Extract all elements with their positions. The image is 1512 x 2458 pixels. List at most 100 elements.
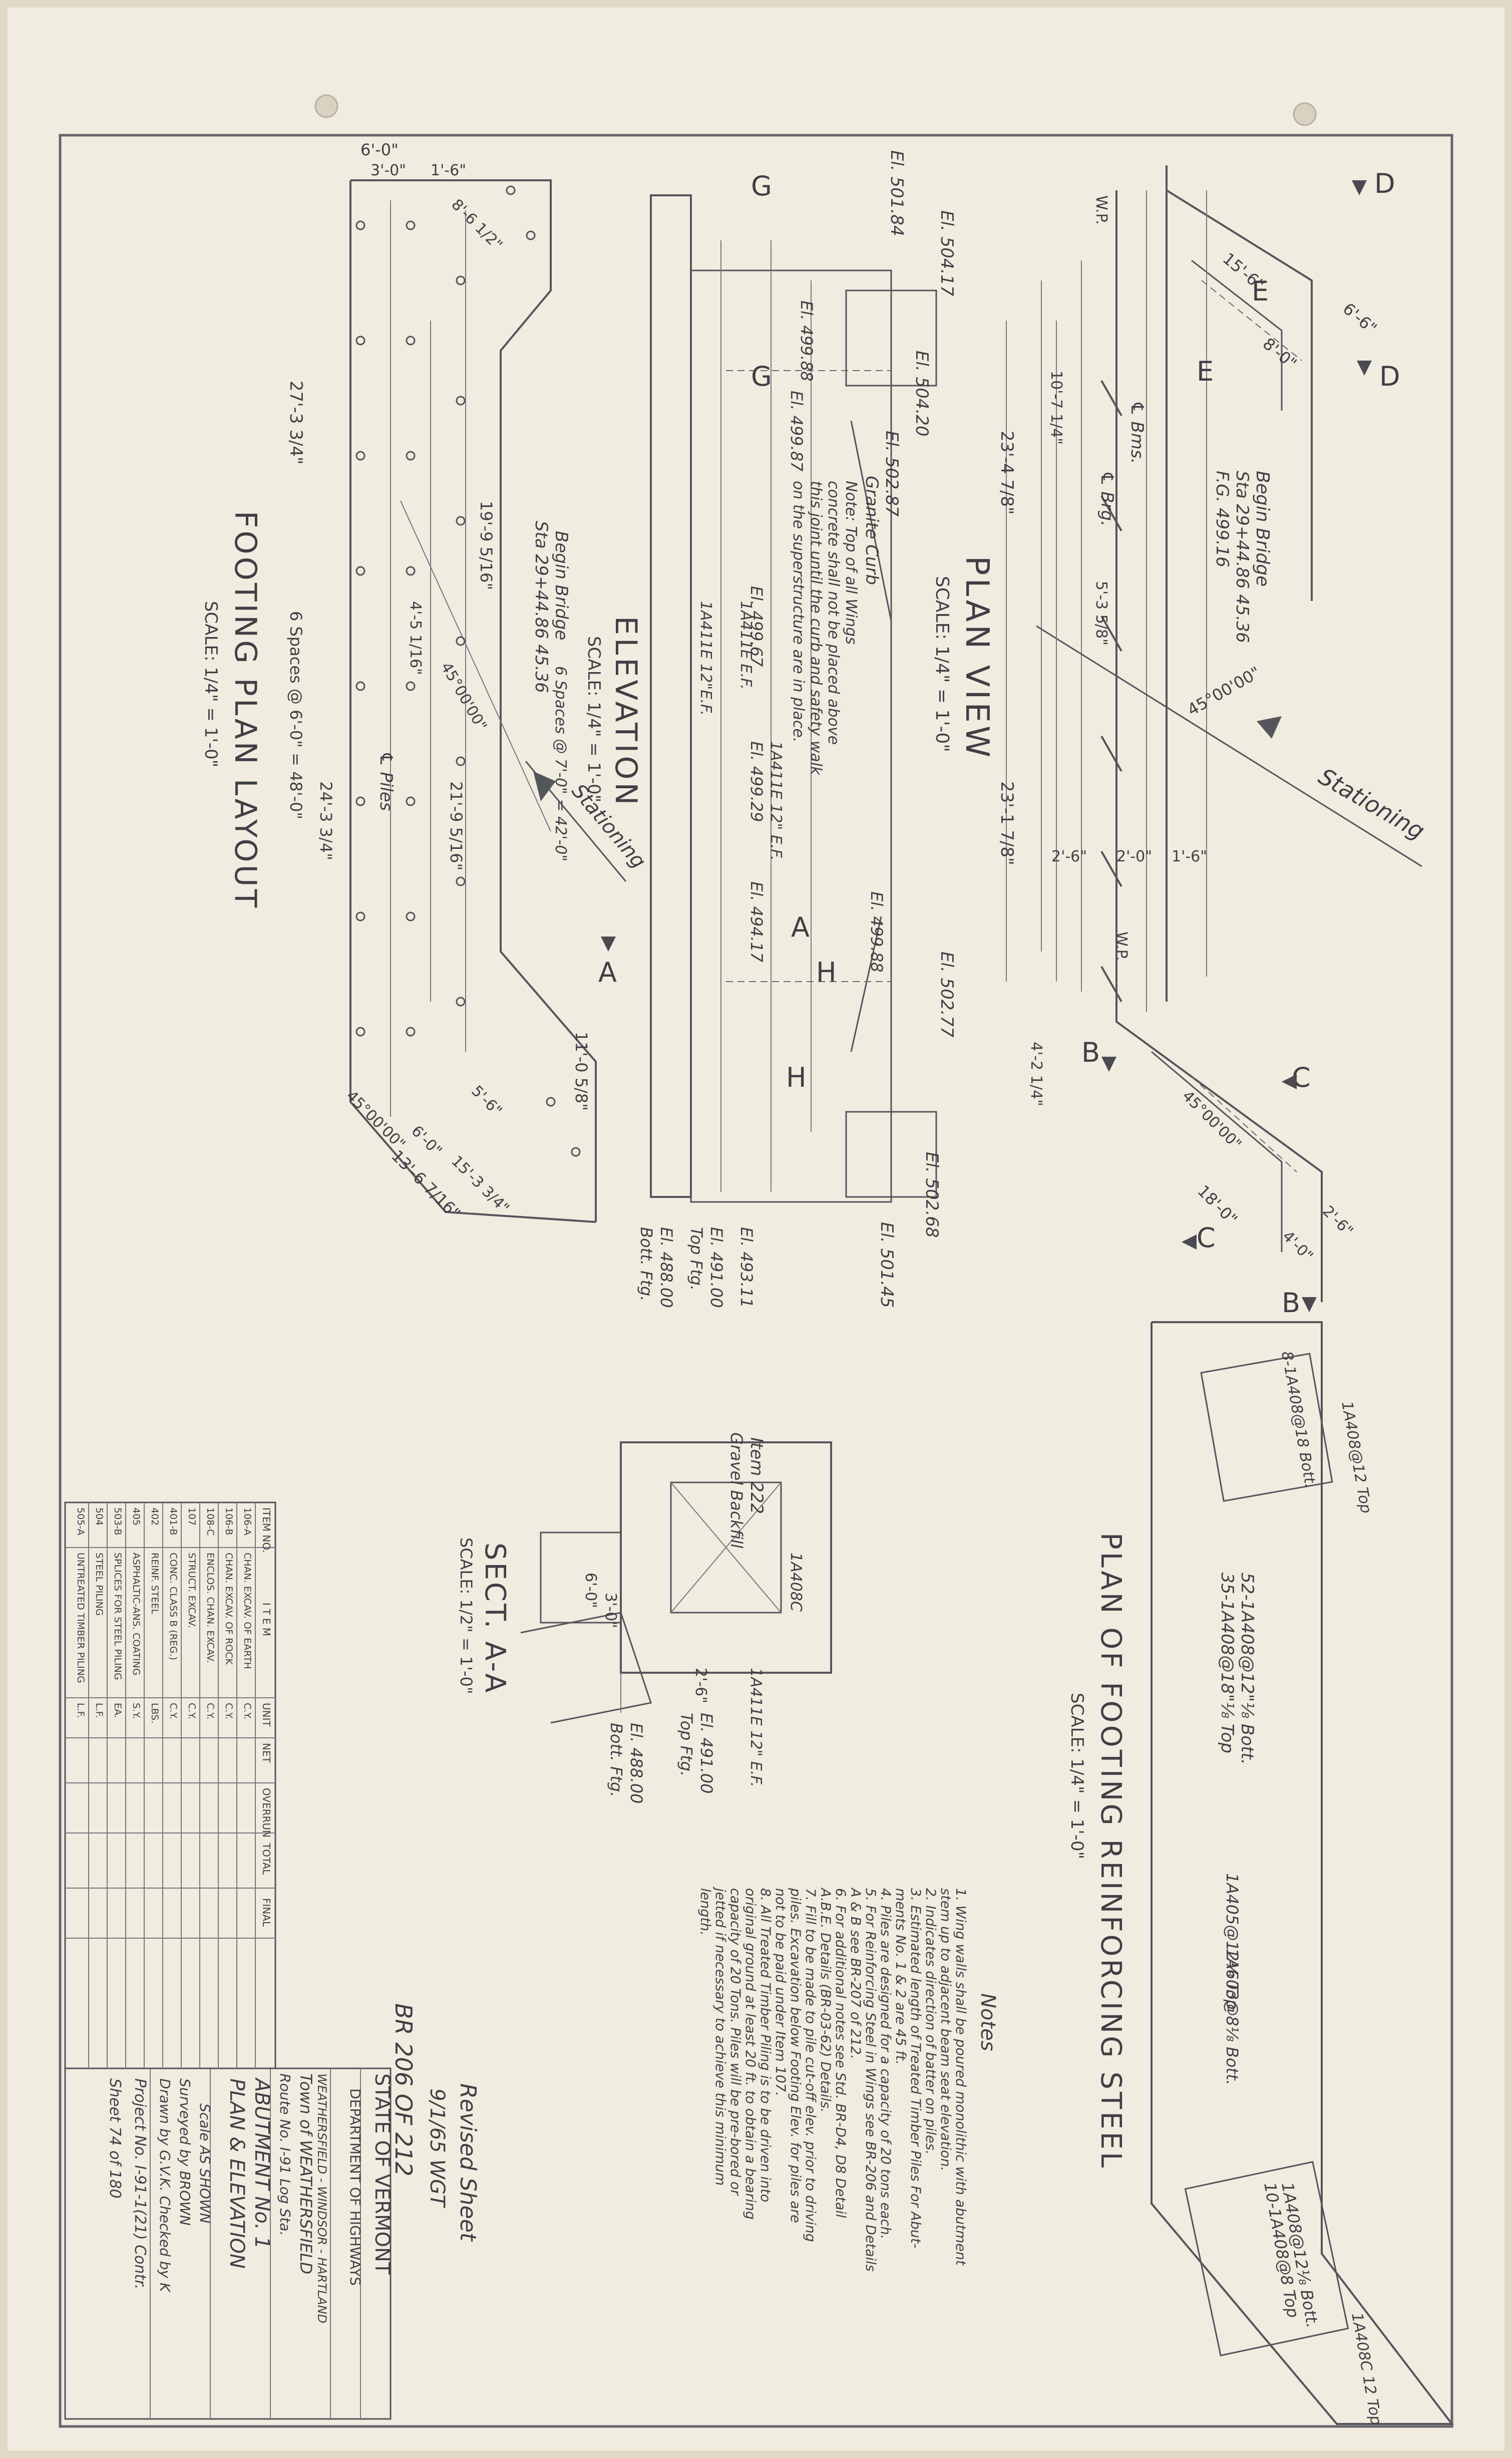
tb-bridge-no: BR 206 OF 212 bbox=[390, 2003, 417, 2177]
elev-el-502-68: El. 502.68 bbox=[922, 1152, 942, 1238]
plan-dim-23-4: 23'-4 7/8" bbox=[997, 431, 1017, 515]
sect-dim-6-0: 6'-0" bbox=[582, 1573, 599, 1608]
qt-r5-item: REINF. STEEL bbox=[149, 1553, 160, 1615]
ftg-dim-11-0: 11'-0 5/8" bbox=[572, 1032, 591, 1111]
qt-h-total: TOTAL bbox=[260, 1842, 272, 1875]
ftg-dim-27-3: 27'-3 3/4" bbox=[286, 381, 306, 465]
note-line-10: 7. Fill to be made to pile cut-off elev.… bbox=[803, 1888, 818, 2242]
elev-el-491-00: El. 491.00 bbox=[707, 1227, 726, 1308]
elev-bar-1a411e-b: 1A411E E.F. bbox=[737, 601, 754, 690]
elev-top-ftg: Top Ftg. bbox=[687, 1227, 706, 1291]
plan-dim-2-0: 2'-0" bbox=[1116, 848, 1152, 865]
plan-fg: F.G. 499.16 bbox=[1212, 471, 1232, 567]
qt-r9-item: UNTREATED TIMBER PILING bbox=[75, 1553, 86, 1683]
note-line-7: A & B see BR-207 of 212. bbox=[848, 1887, 863, 2059]
qt-r1-unit: C.Y. bbox=[223, 1703, 234, 1719]
steel-bar-4: 1A603@8⅛ Bott. bbox=[1223, 1948, 1242, 2085]
section-markers-plan: D D E E B B C C bbox=[1081, 168, 1400, 1319]
sect-gravel-backfill: Gravel Backfill bbox=[727, 1432, 746, 1549]
plan-beams-cl: ℄ Bms. bbox=[1127, 401, 1147, 464]
elev-bott-ftg: Bott. Ftg. bbox=[637, 1227, 656, 1301]
note-line-13: 8. All Treated Timber Piling is to be dr… bbox=[758, 1888, 773, 2202]
elev-el-488-00: El. 488.00 bbox=[657, 1227, 676, 1308]
ftg-dim-3-0: 3'-0" bbox=[370, 162, 406, 179]
note-line-15: capacity of 20 Tons. Piles will be pre-b… bbox=[727, 1888, 743, 2196]
tb-surveyed: Surveyed by BROWN bbox=[177, 2078, 193, 2226]
note-line-2: 2. Indicates direction of batter on pile… bbox=[923, 1888, 938, 2155]
elev-el-501-84: El. 501.84 bbox=[887, 150, 907, 236]
punch-hole-right bbox=[1293, 102, 1317, 126]
section-aa-title: SECT. A-A bbox=[479, 1543, 511, 1695]
elev-el-502-77: El. 502.77 bbox=[937, 952, 957, 1038]
ftg-piles-cl: ℄ Piles bbox=[376, 751, 396, 811]
note-line-17: length. bbox=[697, 1888, 713, 1936]
qt-r1-no: 106-B bbox=[223, 1507, 234, 1535]
elev-el-504-17: El. 504.17 bbox=[937, 210, 957, 296]
elev-begin-sta: Sta 29+44.86 45.36 bbox=[531, 521, 551, 693]
title-block: STATE OF VERMONT DEPARTMENT OF HIGHWAYS … bbox=[64, 2003, 417, 2420]
plan-dim-23-1: 23'-1 7/8" bbox=[997, 781, 1017, 865]
marker-e-mid: E bbox=[1197, 356, 1214, 387]
tb-project: Project No. I-91-1(21) Contr. bbox=[131, 2078, 149, 2289]
note-line-1: stem up to adjacent beam seat elevation. bbox=[938, 1888, 953, 2171]
plan-dim-5-3: 5'-3 5/8" bbox=[1092, 581, 1110, 646]
note-line-5: 4. Piles are designed for a capacity of … bbox=[878, 1888, 893, 2239]
sect-el-bott: El. 488.00 bbox=[627, 1723, 646, 1803]
sect-el-top: El. 491.00 bbox=[697, 1713, 716, 1793]
tb-department: DEPARTMENT OF HIGHWAYS bbox=[347, 2088, 363, 2286]
qt-r6-item: ASPHALTIC-ANS. COATING bbox=[131, 1553, 142, 1676]
elev-el-499-87: El. 499.87 bbox=[787, 391, 806, 472]
qt-h-net: NET bbox=[260, 1743, 272, 1763]
note-line-16: jetted if necessary to achieve this mini… bbox=[712, 1886, 728, 2186]
stationing-arrow-elev bbox=[533, 771, 556, 801]
note-line-12: not to be paid under Item 107. bbox=[773, 1888, 788, 2096]
qt-r3-unit: C.Y. bbox=[186, 1703, 197, 1719]
qt-r6-unit: S.Y. bbox=[131, 1703, 142, 1719]
plan-view-scale: SCALE: 1/4" = 1'-0" bbox=[932, 576, 952, 752]
qt-r4-unit: C.Y. bbox=[168, 1703, 179, 1719]
footing-steel-title: PLAN OF FOOTING REINFORCING STEEL bbox=[1094, 1532, 1127, 2170]
elev-el-502-87: El. 502.87 bbox=[882, 431, 902, 517]
elev-marker-h-2: H bbox=[786, 1062, 807, 1093]
qt-r2-unit: C.Y. bbox=[205, 1703, 216, 1719]
elev-granite-curb: Granite Curb bbox=[862, 476, 882, 585]
qt-r7-item: SPLICES FOR STEEL PILING bbox=[112, 1553, 123, 1680]
sect-item-222: Item 222 bbox=[746, 1437, 767, 1514]
elev-begin-bridge: Begin Bridge bbox=[551, 531, 571, 640]
elev-conc-note-1: Note: Top of all Wings bbox=[842, 481, 860, 645]
notes-heading: Notes bbox=[976, 1993, 999, 2051]
qt-r7-no: 503-B bbox=[112, 1507, 123, 1535]
qt-r9-no: 505-A bbox=[75, 1507, 86, 1535]
ftg-dim-24-3: 24'-3 3/4" bbox=[316, 781, 335, 860]
marker-d-top: D bbox=[1374, 168, 1395, 199]
qt-h-item-no: ITEM NO. bbox=[260, 1507, 272, 1553]
note-line-9: A.B.E. Details (BR-03-62) Details. bbox=[818, 1887, 833, 2112]
plan-wp-top: W.P. bbox=[1092, 195, 1110, 225]
elev-marker-h-1: H bbox=[816, 957, 837, 988]
footing-layout-title: FOOTING PLAN LAYOUT bbox=[228, 511, 263, 910]
plan-view: Stationing 23'-4 7/8" 23'-1 7/8" 10'-7 1… bbox=[932, 165, 1429, 1319]
elev-el-499-88: El. 499.88 bbox=[797, 300, 816, 381]
elev-marker-g-top: G bbox=[751, 170, 772, 202]
plan-begin-bridge: Begin Bridge bbox=[1252, 471, 1273, 586]
marker-e-top: E bbox=[1252, 275, 1269, 307]
qt-r6-no: 405 bbox=[131, 1507, 142, 1525]
elevation-view: El. 504.17 El. 501.84 El. 504.20 El. 502… bbox=[525, 150, 957, 1308]
stationing-arrow-plan bbox=[1257, 716, 1282, 739]
elev-el-504-20: El. 504.20 bbox=[912, 351, 932, 437]
tb-state: STATE OF VERMONT bbox=[370, 2073, 394, 2275]
elev-el-494-17: El. 494.17 bbox=[747, 881, 766, 963]
tb-sheet: Sheet 74 of 180 bbox=[106, 2078, 124, 2199]
footing-steel-scale: SCALE: 1/4" = 1'-0" bbox=[1067, 1693, 1087, 1859]
punch-hole-left bbox=[314, 94, 338, 118]
qt-h-unit: UNIT bbox=[260, 1703, 272, 1727]
elev-marker-a-1: A bbox=[791, 911, 810, 943]
plan-dim-10-7: 10'-7 1/4" bbox=[1047, 371, 1065, 445]
elev-marker-a-2: A bbox=[598, 957, 617, 988]
general-notes: Notes 1. Wing walls shall be poured mono… bbox=[697, 1886, 999, 2272]
qt-r1-item: CHAN. EXCAV. OF ROCK bbox=[223, 1553, 234, 1665]
revised-sheet: Revised Sheet bbox=[455, 2083, 481, 2242]
marker-d-mid: D bbox=[1379, 361, 1400, 392]
